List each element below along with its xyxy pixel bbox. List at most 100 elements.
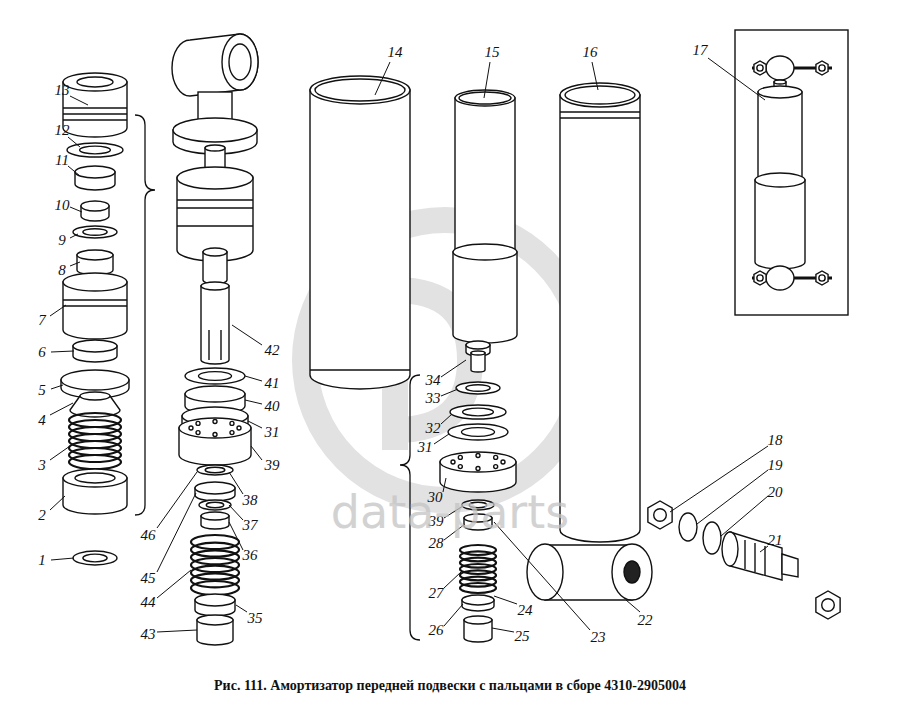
callout-number: 24 bbox=[518, 603, 533, 618]
bushing bbox=[201, 512, 229, 529]
part-body bbox=[201, 286, 229, 364]
callout-number: 33 bbox=[426, 391, 441, 406]
shock-casing bbox=[758, 86, 802, 184]
inset-frame bbox=[735, 30, 848, 315]
callout-number: 13 bbox=[55, 83, 70, 98]
part-face bbox=[173, 118, 257, 142]
part-face bbox=[63, 73, 127, 91]
leader-line bbox=[494, 522, 590, 630]
washer bbox=[679, 513, 697, 541]
disc bbox=[195, 482, 235, 501]
guide-groove bbox=[63, 305, 127, 306]
piston bbox=[179, 418, 251, 465]
callout-number: 42 bbox=[265, 343, 280, 358]
leader-line bbox=[70, 262, 80, 266]
part-face bbox=[61, 370, 129, 390]
ring-outer bbox=[448, 424, 508, 440]
pin-spline bbox=[744, 540, 745, 569]
housing-groove bbox=[177, 199, 253, 200]
ring-inner bbox=[462, 428, 495, 437]
callout-number: 18 bbox=[768, 433, 783, 448]
part-face bbox=[774, 80, 786, 84]
pin-spline bbox=[754, 543, 755, 572]
callout-number: 37 bbox=[243, 518, 258, 533]
leader-line bbox=[50, 305, 66, 316]
rod-piece bbox=[201, 282, 229, 364]
nut-hole bbox=[654, 509, 667, 522]
bottom-valve bbox=[440, 452, 516, 492]
nut-hole bbox=[819, 65, 825, 71]
valve-port bbox=[476, 467, 480, 471]
leader-line bbox=[245, 400, 262, 404]
callout-number: 2 bbox=[38, 508, 46, 523]
pin-face bbox=[722, 532, 738, 566]
callout-number: 4 bbox=[38, 413, 46, 428]
ring-inner bbox=[83, 554, 107, 562]
leader-line bbox=[157, 630, 197, 632]
ring-outer bbox=[73, 226, 117, 238]
leader-line bbox=[229, 505, 243, 520]
part-face bbox=[440, 452, 516, 472]
callout-number: 22 bbox=[638, 613, 653, 628]
part-face bbox=[758, 86, 802, 98]
leader-line bbox=[441, 389, 458, 396]
part-face bbox=[755, 173, 805, 187]
leader-line bbox=[441, 414, 452, 424]
leader-line bbox=[492, 628, 514, 632]
callout-number: 12 bbox=[55, 123, 70, 138]
callout-number: 39 bbox=[265, 458, 280, 473]
eye-face bbox=[222, 34, 258, 90]
housing-groove bbox=[177, 225, 253, 226]
part-face bbox=[63, 273, 127, 291]
tube-thread bbox=[560, 117, 640, 118]
part-face bbox=[195, 594, 235, 606]
washer bbox=[73, 226, 117, 238]
callout-number: 1 bbox=[38, 553, 46, 568]
ring-inner bbox=[463, 408, 494, 416]
ring-outer bbox=[197, 465, 233, 475]
valve-port bbox=[458, 455, 462, 459]
piston-port bbox=[189, 426, 193, 430]
shock-nut bbox=[816, 61, 828, 75]
ring-inner bbox=[206, 502, 224, 508]
cap-part bbox=[63, 73, 127, 137]
part-face bbox=[203, 248, 227, 256]
guide-body bbox=[63, 273, 127, 339]
callout-number: 6 bbox=[38, 345, 46, 360]
part-body bbox=[471, 353, 485, 372]
valve-disc bbox=[448, 424, 508, 440]
shock-nut bbox=[754, 271, 766, 285]
valve-port bbox=[494, 465, 498, 469]
leader-line bbox=[708, 58, 765, 100]
part-face bbox=[310, 76, 410, 104]
tube-bore bbox=[315, 79, 405, 101]
cap-thread bbox=[63, 107, 127, 108]
part-face bbox=[462, 595, 494, 605]
valve-port bbox=[451, 460, 455, 464]
cup bbox=[63, 469, 127, 514]
leader-line bbox=[494, 596, 517, 604]
ring-outer bbox=[456, 382, 500, 394]
valve-port bbox=[494, 455, 498, 459]
callout-number: 15 bbox=[485, 45, 500, 60]
valve-port bbox=[476, 454, 480, 458]
callout-number: 40 bbox=[265, 399, 280, 414]
leader-line bbox=[51, 558, 74, 560]
nut-hole bbox=[822, 599, 835, 612]
leader-line bbox=[245, 376, 262, 381]
leader-line bbox=[70, 207, 82, 212]
working-cylinder bbox=[455, 90, 515, 258]
callout-number: 31 bbox=[265, 425, 280, 440]
reservoir-tube bbox=[560, 83, 640, 542]
tube-thread bbox=[560, 111, 640, 112]
lower-eye-face bbox=[527, 544, 563, 600]
pin-nut bbox=[816, 591, 840, 619]
piston-nut bbox=[197, 615, 233, 645]
leader-line bbox=[232, 325, 262, 345]
valve-spring bbox=[460, 545, 496, 593]
piston-port bbox=[213, 420, 217, 424]
part-body bbox=[310, 90, 410, 389]
valve-port bbox=[501, 460, 505, 464]
pin-thread bbox=[782, 554, 798, 577]
